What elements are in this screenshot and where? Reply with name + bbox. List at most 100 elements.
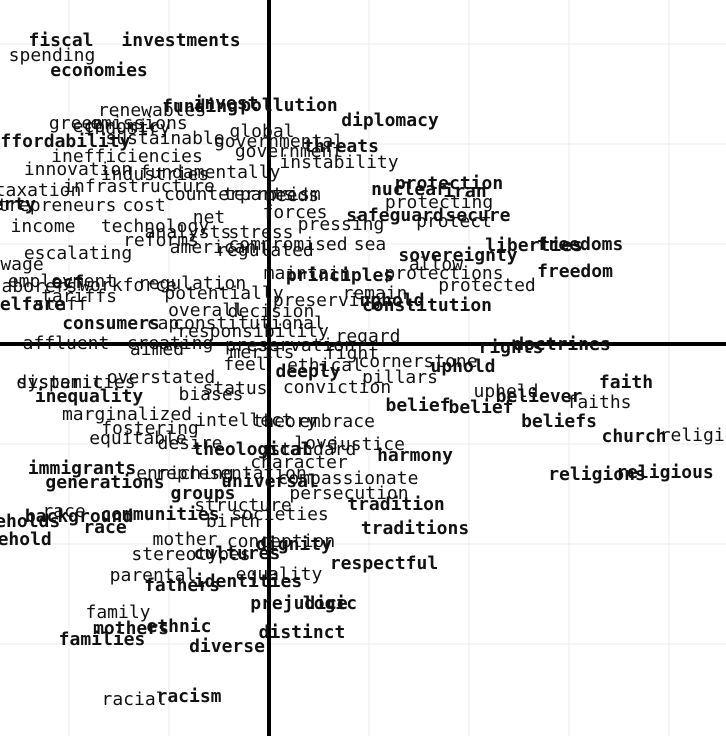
- word-label: sea: [354, 234, 387, 255]
- word-label: theory: [252, 411, 317, 432]
- word-label: respectful: [330, 553, 438, 574]
- word-label: harmony: [377, 445, 453, 466]
- word-label: consumers: [62, 313, 160, 334]
- word-label: upheld: [473, 381, 538, 402]
- word-label: character: [250, 452, 348, 473]
- word-label: creating: [127, 333, 214, 354]
- word-label: status: [202, 378, 267, 399]
- word-label: parental: [110, 565, 197, 586]
- word-label: needs: [265, 185, 319, 206]
- word-label: doctrines: [513, 334, 611, 355]
- word-label: tariffs: [41, 286, 117, 307]
- word-label: religion: [660, 425, 726, 446]
- word-label: racism: [156, 686, 221, 707]
- word-label: race: [83, 517, 127, 538]
- word-label: family: [85, 602, 150, 623]
- word-label: cost: [122, 195, 165, 216]
- word-label: household: [0, 529, 52, 550]
- word-label: government: [235, 141, 343, 162]
- word-label: stress: [228, 222, 293, 243]
- word-label: uphold: [430, 356, 495, 377]
- word-label: enriching: [136, 463, 234, 484]
- word-label: employment: [8, 271, 116, 292]
- word-label: decision: [228, 301, 315, 322]
- word-label: fathers: [144, 575, 220, 596]
- word-label: laborers: [0, 276, 77, 297]
- word-label: merits: [229, 342, 294, 363]
- word-label: industry: [84, 118, 171, 139]
- word-label: protect: [416, 211, 492, 232]
- word-label: secure: [445, 205, 510, 226]
- word-label: disparities: [16, 372, 135, 393]
- word-label: ecf: [52, 272, 85, 293]
- word-label: feel: [223, 354, 266, 375]
- word-label: equitable: [89, 428, 187, 449]
- word-label: constitution: [362, 295, 492, 316]
- word-label: persecution: [289, 483, 408, 504]
- word-label: net: [193, 207, 226, 228]
- word-label: identities: [194, 571, 302, 592]
- word-label: cultures: [194, 543, 281, 564]
- word-label: infrastructure: [63, 176, 215, 197]
- word-label: maintain: [264, 263, 351, 284]
- word-label: structure: [194, 495, 292, 516]
- word-label: global: [229, 121, 294, 142]
- word-label: cap: [147, 313, 180, 334]
- word-label: escalating: [24, 243, 132, 264]
- word-label: funding: [162, 96, 238, 117]
- word-label: faith: [599, 372, 653, 393]
- word-label: religions: [548, 464, 646, 485]
- word-label: mother: [152, 529, 217, 550]
- word-label: belief: [448, 397, 513, 418]
- word-label: reforms: [123, 230, 199, 251]
- word-label: intellect: [195, 410, 293, 431]
- word-label: analysts: [145, 222, 232, 243]
- word-label: birth: [206, 511, 260, 532]
- word-label: beliefs: [521, 411, 597, 432]
- word-label: american: [170, 237, 257, 258]
- word-label: potentially: [164, 283, 283, 304]
- word-label: groups: [170, 483, 235, 504]
- word-label: affluent: [23, 333, 110, 354]
- word-label: investments: [121, 30, 240, 51]
- word-label: overall: [168, 300, 244, 321]
- word-label: rights: [478, 337, 543, 358]
- word-label: conception: [227, 531, 335, 552]
- word-label: industries: [101, 164, 209, 185]
- word-label: protections: [384, 263, 503, 284]
- word-label: liberties: [485, 235, 583, 256]
- word-label: ethical: [287, 355, 363, 376]
- word-label: conviction: [283, 377, 391, 398]
- word-label: income: [10, 216, 75, 237]
- word-label: allow: [409, 254, 463, 275]
- word-label: renewables: [98, 100, 206, 121]
- word-label: preservation: [225, 335, 355, 356]
- word-label: equality: [236, 564, 323, 585]
- word-label: background: [25, 506, 133, 527]
- word-label: economies: [50, 60, 148, 81]
- word-label: cornerstone: [358, 351, 477, 372]
- word-label: pressing: [298, 214, 385, 235]
- word-label: stereotypes: [131, 544, 250, 565]
- word-label: diplomacy: [341, 110, 439, 131]
- word-label: prejudice: [250, 593, 348, 614]
- word-label: pillars: [362, 367, 438, 388]
- word-label: affordability: [0, 131, 131, 152]
- word-label: church: [601, 426, 666, 447]
- word-label: entrepreneurs: [0, 195, 116, 216]
- word-label: iran: [443, 181, 486, 202]
- word-label: deeply: [275, 361, 340, 382]
- word-label: economic: [73, 116, 160, 137]
- word-label: biases: [178, 384, 243, 405]
- word-label: workforce: [79, 275, 177, 296]
- word-label: dignity: [256, 534, 332, 555]
- word-label: distinct: [259, 622, 346, 643]
- word-label: protected: [438, 275, 536, 296]
- word-label: religious: [616, 462, 714, 483]
- word-label: love: [294, 433, 337, 454]
- word-label: innovation: [24, 159, 132, 180]
- word-label: taxation: [0, 180, 81, 201]
- word-label: regard: [335, 326, 400, 347]
- word-label: invest: [193, 93, 258, 114]
